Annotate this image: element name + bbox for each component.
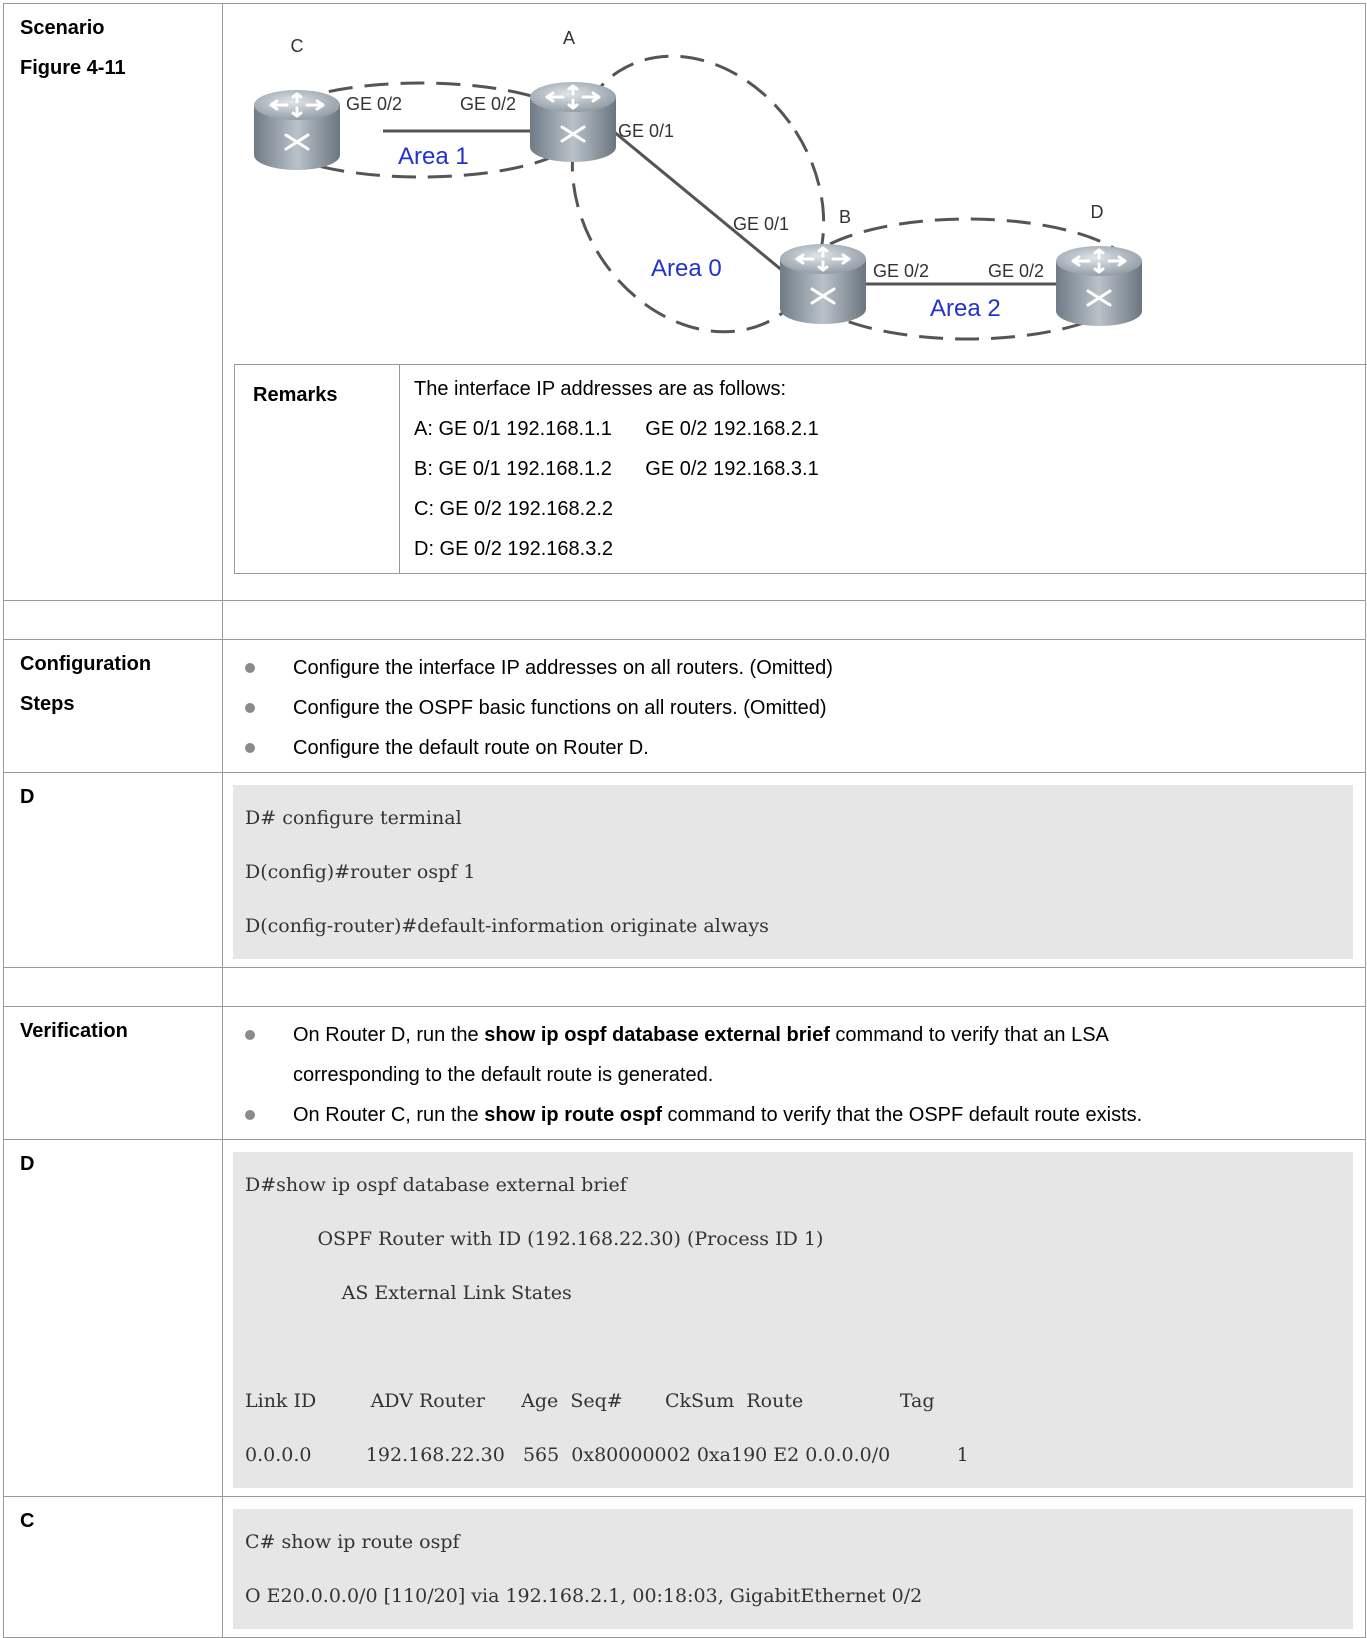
remarks-body: The interface IP addresses are as follow…: [400, 365, 1367, 574]
code-line: [245, 1320, 1353, 1374]
code-line: AS External Link States: [245, 1266, 1353, 1320]
code-line: Link ID ADV Router Age Seq# CkSum Route …: [245, 1374, 1353, 1428]
scenario-label-cell: Scenario Figure 4-11: [4, 4, 223, 601]
config-d-code-block: D# configure terminal D(config)#router o…: [233, 785, 1353, 959]
config-label-line1: Configuration: [20, 644, 210, 684]
topology-svg: C A B D GE 0/2 GE 0/2 GE 0/1 GE 0/1 GE 0…: [223, 4, 1367, 364]
scenario-table: Scenario Figure 4-11: [3, 3, 1366, 1638]
remarks-line: The interface IP addresses are as follow…: [414, 369, 1360, 409]
router-c-icon: [254, 90, 340, 170]
bullet-icon: [245, 703, 255, 713]
config-d-cell: D# configure terminal D(config)#router o…: [223, 773, 1366, 968]
config-d-label: D: [4, 773, 223, 968]
router-d-icon: [1056, 246, 1142, 326]
verification-row: Verification On Router D, run the show i…: [4, 1007, 1366, 1140]
verification-label: Verification: [4, 1007, 223, 1140]
bullet-icon: [245, 743, 255, 753]
code-line: O E20.0.0.0/0 [110/20] via 192.168.2.1, …: [245, 1569, 1353, 1623]
code-line: 0.0.0.0 192.168.22.30 565 0x80000002 0xa…: [245, 1428, 1353, 1482]
router-a-name: A: [563, 28, 575, 48]
remarks-line: D: GE 0/2 192.168.3.2: [414, 529, 1360, 569]
code-line: D# configure terminal: [245, 791, 1353, 845]
bullet-icon: [245, 1110, 255, 1120]
verify-d-code-block: D#show ip ospf database external brief O…: [233, 1152, 1353, 1488]
verification-step: On Router C, run the show ip route ospf …: [223, 1095, 1365, 1135]
remarks-line: A: GE 0/1 192.168.1.1 GE 0/2 192.168.2.1: [414, 409, 1360, 449]
remarks-line: C: GE 0/2 192.168.2.2: [414, 489, 1360, 529]
scenario-content-cell: C A B D GE 0/2 GE 0/2 GE 0/1 GE 0/1 GE 0…: [223, 4, 1366, 601]
config-steps-list: Configure the interface IP addresses on …: [223, 640, 1365, 772]
router-c-name: C: [291, 36, 304, 56]
verify-c-row: C C# show ip route ospf O E20.0.0.0/0 [1…: [4, 1497, 1366, 1638]
port-a-ge02: GE 0/2: [460, 94, 516, 114]
config-label-line2: Steps: [20, 684, 210, 724]
code-line: C# show ip route ospf: [245, 1515, 1353, 1569]
config-step: Configure the interface IP addresses on …: [223, 648, 1365, 688]
verify-c-label: C: [4, 1497, 223, 1638]
verify-d-row: D D#show ip ospf database external brief…: [4, 1140, 1366, 1497]
area0-label: Area 0: [651, 255, 722, 282]
port-a-ge01: GE 0/1: [618, 121, 674, 141]
bullet-icon: [245, 663, 255, 673]
port-b-ge01: GE 0/1: [733, 214, 789, 234]
verify-d-cell: D#show ip ospf database external brief O…: [223, 1140, 1366, 1497]
config-steps-row: Configuration Steps Configure the interf…: [4, 640, 1366, 773]
router-b-name: B: [839, 207, 851, 227]
code-line: D#show ip ospf database external brief: [245, 1158, 1353, 1212]
document-page: Scenario Figure 4-11: [0, 0, 1367, 1559]
config-label-cell: Configuration Steps: [4, 640, 223, 773]
verify-d-label: D: [4, 1140, 223, 1497]
scenario-row: Scenario Figure 4-11: [4, 4, 1366, 601]
verify-c-cell: C# show ip route ospf O E20.0.0.0/0 [110…: [223, 1497, 1366, 1638]
bullet-icon: [245, 1030, 255, 1040]
code-line: D(config-router)#default-information ori…: [245, 899, 1353, 953]
area1-label: Area 1: [398, 143, 469, 170]
spacer-row: [4, 601, 1366, 640]
port-d-ge02: GE 0/2: [988, 261, 1044, 281]
verification-cell: On Router D, run the show ip ospf databa…: [223, 1007, 1366, 1140]
remarks-table: Remarks The interface IP addresses are a…: [234, 364, 1367, 574]
port-c-ge02: GE 0/2: [346, 94, 402, 114]
router-b-icon: [780, 244, 866, 324]
network-topology-diagram: C A B D GE 0/2 GE 0/2 GE 0/1 GE 0/1 GE 0…: [223, 4, 1365, 364]
area2-label: Area 2: [930, 295, 1001, 322]
verification-step-continued: corresponding to the default route is ge…: [223, 1055, 1365, 1095]
config-d-row: D D# configure terminal D(config)#router…: [4, 773, 1366, 968]
spacer-row: [4, 968, 1366, 1007]
port-b-ge02: GE 0/2: [873, 261, 929, 281]
config-step: Configure the OSPF basic functions on al…: [223, 688, 1365, 728]
command-text: show ip route ospf: [484, 1104, 662, 1126]
code-line: OSPF Router with ID (192.168.22.30) (Pro…: [245, 1212, 1353, 1266]
router-a-icon: [530, 82, 616, 162]
command-text: show ip ospf database external brief: [484, 1024, 830, 1046]
remarks-line: B: GE 0/1 192.168.1.2 GE 0/2 192.168.3.1: [414, 449, 1360, 489]
code-line: D(config)#router ospf 1: [245, 845, 1353, 899]
router-d-name: D: [1091, 202, 1104, 222]
config-step: Configure the default route on Router D.: [223, 728, 1365, 768]
verify-c-code-block: C# show ip route ospf O E20.0.0.0/0 [110…: [233, 1509, 1353, 1629]
verification-steps-list: On Router D, run the show ip ospf databa…: [223, 1007, 1365, 1139]
verification-step: On Router D, run the show ip ospf databa…: [223, 1015, 1365, 1055]
config-steps-cell: Configure the interface IP addresses on …: [223, 640, 1366, 773]
figure-label: Figure 4-11: [20, 48, 210, 88]
scenario-label: Scenario: [20, 8, 210, 48]
remarks-label: Remarks: [235, 365, 400, 574]
